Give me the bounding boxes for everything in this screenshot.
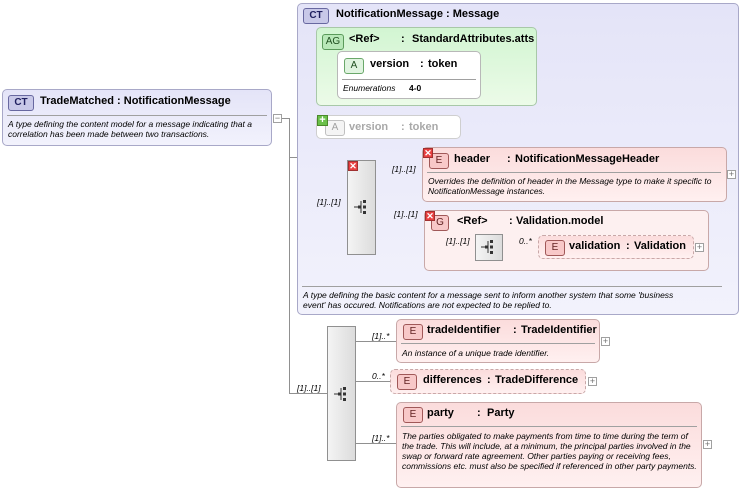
base-sequence-multiplicity: [1]..[1] <box>317 197 341 207</box>
party-colon: : <box>477 407 481 419</box>
group-colon: : <box>509 215 513 227</box>
attr-added-name: version <box>349 121 389 133</box>
connector-to-seq <box>289 393 327 394</box>
root-type-name: TradeMatched : NotificationMessage <box>40 95 231 107</box>
header-description: Overrides the definition of header in th… <box>428 176 712 196</box>
sequence-compositor-icon <box>334 387 346 401</box>
element-badge: E <box>545 240 565 256</box>
tradeidentifier-expand-icon[interactable]: + <box>601 336 610 346</box>
connector-trunk <box>289 118 290 394</box>
attr-group-ref: <Ref> <box>349 33 380 45</box>
attr-version-name: version <box>370 58 410 70</box>
attribute-version-enumerated[interactable]: A version : token Enumerations 4-0 <box>337 51 481 99</box>
attr-group-type: StandardAttributes.atts <box>412 33 535 45</box>
base-name: NotificationMessage <box>336 8 443 20</box>
sequence-compositor-icon <box>354 200 366 214</box>
prohibited-x-icon: ✕ <box>348 161 358 171</box>
complex-type-badge: CT <box>8 95 34 111</box>
prohibited-x-icon: ✕ <box>425 211 435 221</box>
differences-colon: : <box>487 374 491 386</box>
party-description: The parties obligated to make payments f… <box>402 431 697 471</box>
root-separator <box>7 115 267 116</box>
base-type-name: NotificationMessage : Message <box>336 8 499 20</box>
element-badge: E <box>403 324 423 340</box>
header-expand-icon[interactable]: + <box>727 169 736 179</box>
group-badge: G <box>431 215 449 231</box>
tradeidentifier-description: An instance of a unique trade identifier… <box>402 348 550 358</box>
header-colon: : <box>507 153 511 165</box>
attribute-badge: A <box>325 120 345 136</box>
attribute-badge: A <box>344 58 364 74</box>
element-differences[interactable]: E differences : TradeDifference <box>390 369 586 394</box>
connector-to-party <box>356 443 396 444</box>
enumerations-value: 4-0 <box>409 83 422 93</box>
tradeidentifier-name: tradeIdentifier <box>427 324 501 336</box>
differences-type: TradeDifference <box>495 374 579 386</box>
root-type: NotificationMessage <box>123 95 231 107</box>
differences-name: differences <box>423 374 482 386</box>
validation-seq-multiplicity: [1]..[1] <box>446 236 470 246</box>
element-header[interactable]: E header : NotificationMessageHeader Ove… <box>422 147 727 202</box>
attr-added-type: token <box>409 121 439 133</box>
tradeidentifier-type: TradeIdentifier <box>521 324 597 336</box>
connector-to-base <box>289 157 298 158</box>
party-multiplicity: [1]..* <box>372 433 390 443</box>
attr-added-colon: : <box>401 121 405 133</box>
tradeidentifier-colon: : <box>513 324 517 336</box>
differences-multiplicity: 0..* <box>372 371 385 381</box>
header-type: NotificationMessageHeader <box>515 153 660 165</box>
enumerations-label: Enumerations <box>343 83 396 93</box>
tradeidentifier-separator <box>401 343 595 344</box>
root-expand-icon[interactable]: − <box>273 113 282 123</box>
validation-name: validation <box>569 240 621 252</box>
attr-version-colon: : <box>420 58 424 70</box>
base-description: A type defining the basic content for a … <box>303 290 674 310</box>
group-ref: <Ref> <box>457 215 488 227</box>
main-sequence-multiplicity: [1]..[1] <box>297 383 321 393</box>
validation-colon: : <box>626 240 630 252</box>
connector-to-differences <box>356 381 390 382</box>
element-badge: E <box>403 407 423 423</box>
element-validation[interactable]: E validation : Validation <box>538 235 694 259</box>
attr-group-colon: : <box>401 33 405 45</box>
differences-expand-icon[interactable]: + <box>588 376 597 386</box>
validation-element-multiplicity: 0..* <box>519 236 532 246</box>
validation-type: Validation <box>634 240 686 252</box>
validation-expand-icon[interactable]: + <box>695 242 704 252</box>
attr-version-separator <box>342 79 476 80</box>
root-complex-type[interactable]: CT TradeMatched : NotificationMessage A … <box>2 89 272 146</box>
party-type: Party <box>487 407 515 419</box>
root-name: TradeMatched <box>40 95 114 107</box>
validation-sequence-compositor[interactable] <box>475 234 503 261</box>
added-plus-icon: + <box>317 115 328 126</box>
header-multiplicity: [1]..[1] <box>392 164 416 174</box>
party-name: party <box>427 407 454 419</box>
tradeidentifier-multiplicity: [1]..* <box>372 331 390 341</box>
base-type: Message <box>452 8 500 20</box>
validation-group-multiplicity: [1]..[1] <box>394 209 418 219</box>
root-colon: : <box>113 95 124 107</box>
attribute-version-added[interactable]: A version : token <box>316 115 461 139</box>
element-badge: E <box>397 374 417 390</box>
header-name: header <box>454 153 491 165</box>
party-separator <box>401 426 697 427</box>
attribute-group-badge: AG <box>322 34 344 50</box>
group-type: Validation.model <box>516 215 604 227</box>
element-tradeidentifier[interactable]: E tradeIdentifier : TradeIdentifier An i… <box>396 319 600 363</box>
party-expand-icon[interactable]: + <box>703 439 712 449</box>
element-party[interactable]: E party : Party The parties obligated to… <box>396 402 702 488</box>
base-colon: : <box>442 8 453 20</box>
complex-type-badge: CT <box>303 8 329 24</box>
base-separator <box>302 286 722 287</box>
connector-to-tradeid <box>356 341 396 342</box>
attr-version-type: token <box>428 58 458 70</box>
element-badge: E <box>429 153 449 169</box>
header-separator <box>427 172 721 173</box>
prohibited-x-icon: ✕ <box>423 148 433 158</box>
root-description: A type defining the content model for a … <box>8 119 252 139</box>
sequence-compositor-icon <box>481 240 493 254</box>
